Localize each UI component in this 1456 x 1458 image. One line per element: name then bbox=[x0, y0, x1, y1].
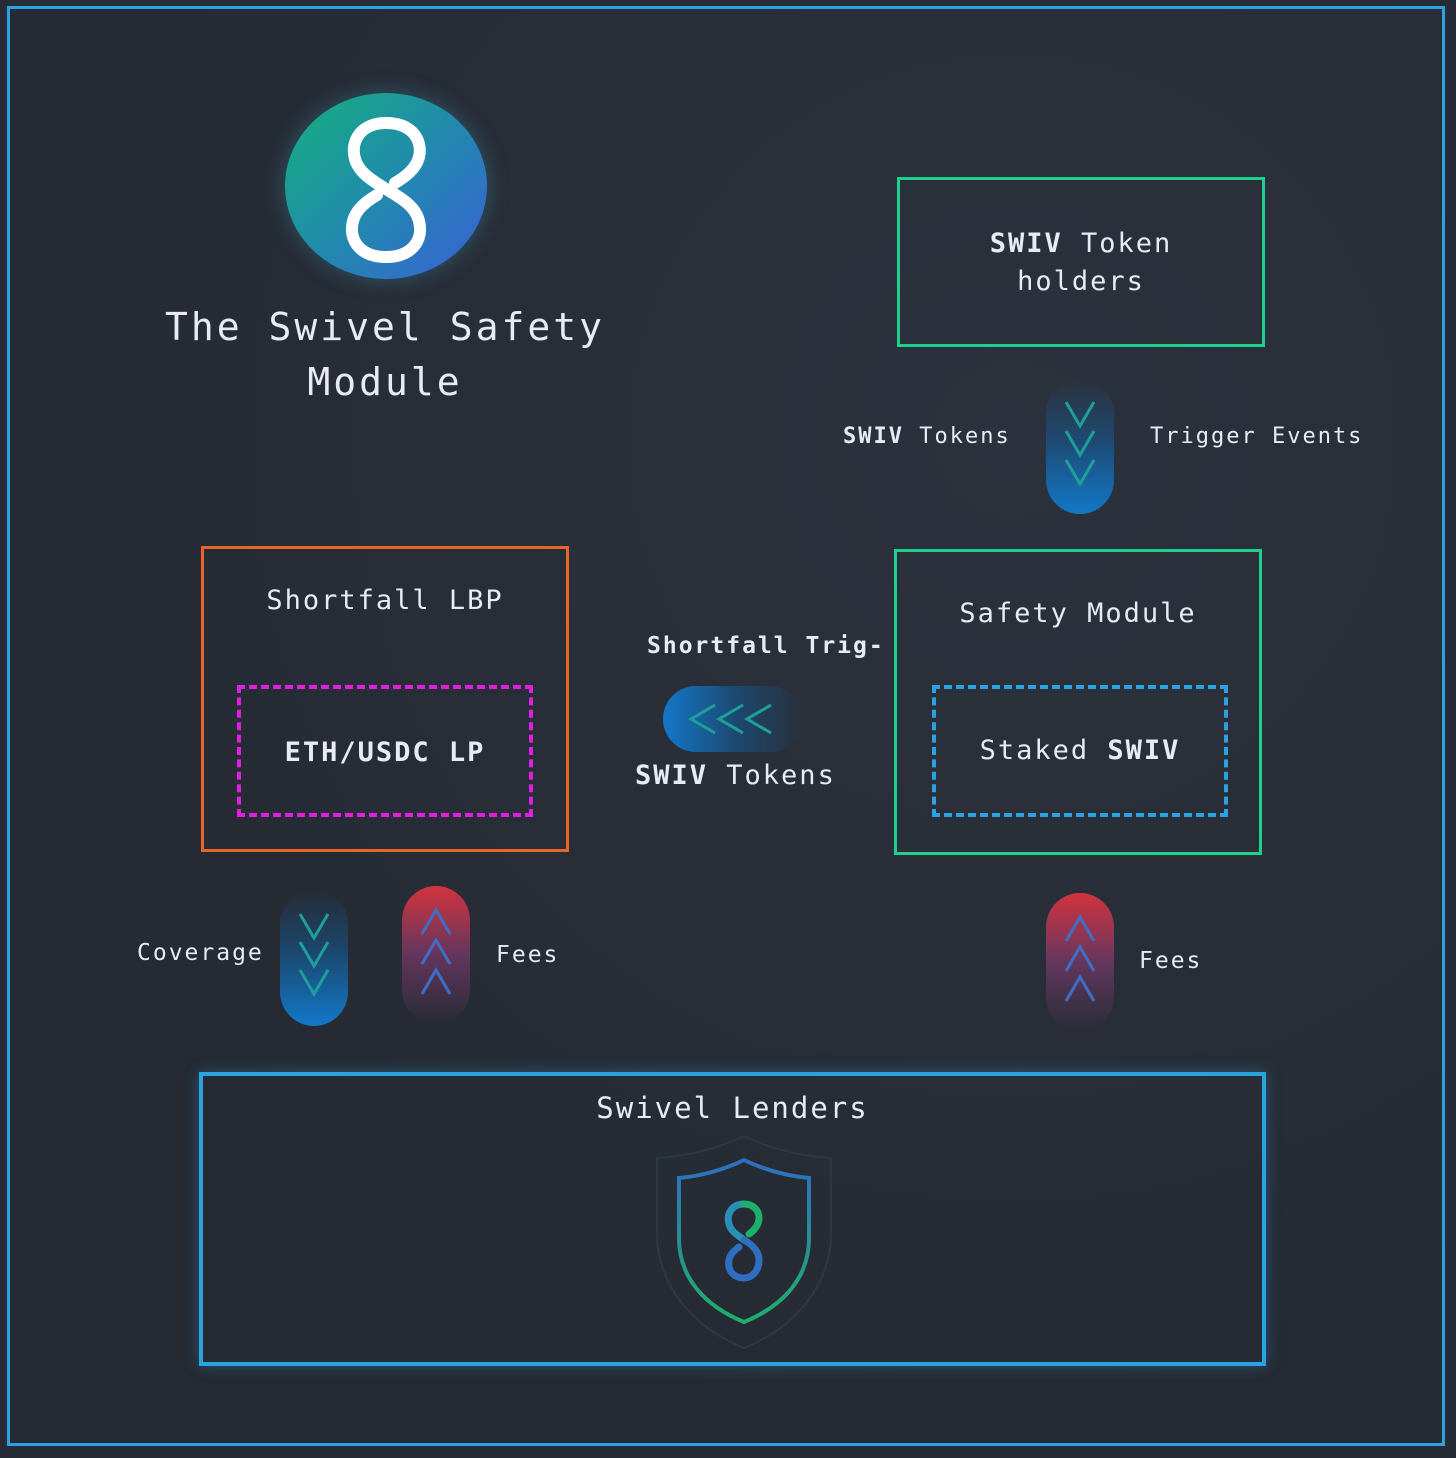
token-holders-strong: SWIV bbox=[989, 228, 1063, 259]
shortfall-lbp-box: Shortfall LBP bbox=[201, 546, 569, 852]
up-chevrons-icon bbox=[420, 907, 452, 995]
page-title: The Swivel Safety Module bbox=[165, 305, 605, 404]
staked-swiv-label: Staked SWIV bbox=[936, 735, 1224, 766]
flow-top-left-strong: SWIV bbox=[843, 424, 904, 449]
shortfall-lbp-title: Shortfall LBP bbox=[266, 585, 504, 616]
swivel-logo-icon bbox=[285, 93, 487, 279]
middle-flow-pill bbox=[663, 686, 803, 752]
left-fees-label: Fees bbox=[496, 942, 560, 968]
staked-swiv-prefix: Staked bbox=[979, 735, 1108, 766]
swivel-lenders-title: Swivel Lenders bbox=[596, 1091, 869, 1125]
left-fees-pill bbox=[402, 886, 470, 1024]
coverage-pill bbox=[280, 890, 348, 1026]
middle-flow-bottom-rest: Tokens bbox=[708, 760, 836, 791]
flow-top-left-rest: Tokens bbox=[903, 424, 1011, 449]
eth-usdc-lp-box: ETH/USDC LP bbox=[237, 685, 533, 817]
down-chevrons-icon bbox=[1064, 401, 1096, 487]
safety-module-title: Safety Module bbox=[959, 598, 1197, 629]
flow-top-left-label: SWIV Tokens bbox=[843, 424, 1011, 449]
middle-flow-top-label: Shortfall Trig- bbox=[647, 633, 885, 659]
left-chevrons-icon bbox=[688, 703, 772, 735]
shield-icon bbox=[656, 1134, 832, 1350]
staked-swiv-box: Staked SWIV bbox=[932, 685, 1228, 817]
token-holders-label: SWIV Token holders bbox=[900, 225, 1262, 301]
up-chevrons-icon bbox=[1064, 914, 1096, 1002]
down-chevrons-icon bbox=[298, 913, 330, 997]
safety-module-box: Safety Module bbox=[894, 549, 1262, 855]
token-holders-rest: Token bbox=[1062, 228, 1173, 259]
flow-top-right-label: Trigger Events bbox=[1150, 424, 1364, 449]
staked-swiv-strong: SWIV bbox=[1107, 735, 1181, 766]
swivel-lenders-box: Swivel Lenders bbox=[199, 1072, 1266, 1366]
eth-usdc-lp-label: ETH/USDC LP bbox=[284, 737, 486, 768]
coverage-label: Coverage bbox=[137, 940, 264, 966]
right-fees-label: Fees bbox=[1139, 948, 1203, 974]
flow-top-pill bbox=[1046, 380, 1114, 514]
token-holders-line2: holders bbox=[1017, 266, 1145, 297]
middle-flow-bottom-strong: SWIV bbox=[635, 760, 709, 791]
middle-flow-bottom-label: SWIV Tokens bbox=[635, 760, 836, 791]
token-holders-box: SWIV Token holders bbox=[897, 177, 1265, 347]
right-fees-pill bbox=[1046, 893, 1114, 1031]
